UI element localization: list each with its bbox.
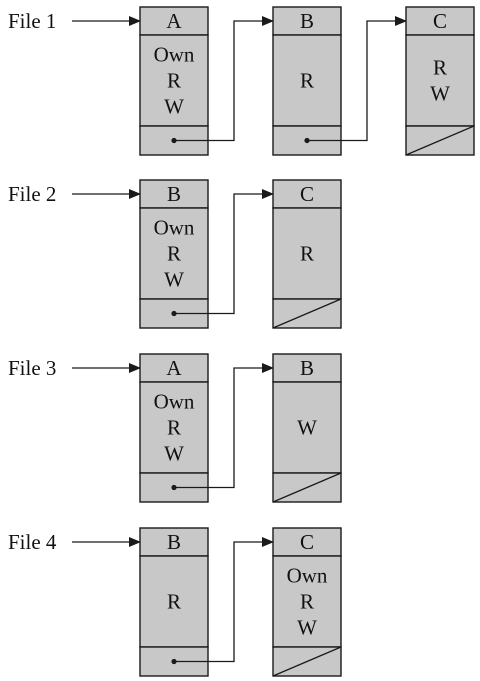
access-right-label: W (164, 268, 184, 292)
node-rights-cell (139, 381, 209, 474)
node-header-label: C (433, 9, 447, 33)
next-pointer-arrow (174, 363, 274, 489)
next-pointer-arrow (307, 16, 407, 142)
null-pointer-slash (405, 125, 475, 156)
access-right-label: R (167, 590, 181, 614)
node-rights-cell (272, 555, 342, 648)
list-node: BR (139, 527, 274, 677)
node-header-label: C (300, 182, 314, 206)
file-label: File 2 (8, 182, 56, 206)
node-header-label: A (166, 9, 182, 33)
access-right-label: W (164, 95, 184, 119)
node-header-label: A (166, 356, 182, 380)
node-header-label: B (300, 356, 314, 380)
node-header-cell (272, 527, 342, 557)
node-header-label: B (167, 530, 181, 554)
node-rights-cell (139, 555, 209, 648)
access-right-label: Own (154, 216, 195, 240)
access-right-label: Own (154, 390, 195, 414)
file-label: File 1 (8, 9, 56, 33)
list-node: CR (272, 179, 342, 329)
node-header-cell (139, 353, 209, 383)
access-right-label: R (433, 56, 447, 80)
null-pointer-slash (272, 472, 342, 503)
file-label: File 3 (8, 356, 56, 380)
list-node: BW (272, 353, 342, 503)
node-rights-cell (139, 34, 209, 127)
access-right-label: Own (154, 43, 195, 67)
node-rights-cell (405, 34, 475, 127)
node-rights-cell (272, 381, 342, 474)
access-right-label: W (297, 416, 317, 440)
node-rights-cell (272, 207, 342, 300)
node-rights-cell (272, 34, 342, 127)
list-node: BR (272, 6, 407, 156)
node-header-label: B (167, 182, 181, 206)
next-pointer-arrow (174, 537, 274, 663)
access-right-label: R (300, 590, 314, 614)
node-header-cell (139, 179, 209, 209)
node-header-cell (272, 6, 342, 36)
access-right-label: Own (287, 564, 328, 588)
node-header-cell (272, 179, 342, 209)
next-pointer-arrow (174, 189, 274, 315)
next-pointer-arrow (174, 16, 274, 142)
null-pointer-slash (272, 646, 342, 677)
file-label: File 4 (8, 530, 57, 554)
access-right-label: R (167, 69, 181, 93)
access-right-label: W (430, 82, 450, 106)
node-rights-cell (139, 207, 209, 300)
null-pointer-slash (272, 298, 342, 329)
access-right-label: W (297, 616, 317, 640)
access-right-label: R (167, 416, 181, 440)
access-right-label: R (300, 242, 314, 266)
node-header-label: C (300, 530, 314, 554)
list-node: CRW (405, 6, 475, 156)
node-header-label: B (300, 9, 314, 33)
access-right-label: W (164, 442, 184, 466)
access-right-label: R (300, 69, 314, 93)
access-right-label: R (167, 242, 181, 266)
